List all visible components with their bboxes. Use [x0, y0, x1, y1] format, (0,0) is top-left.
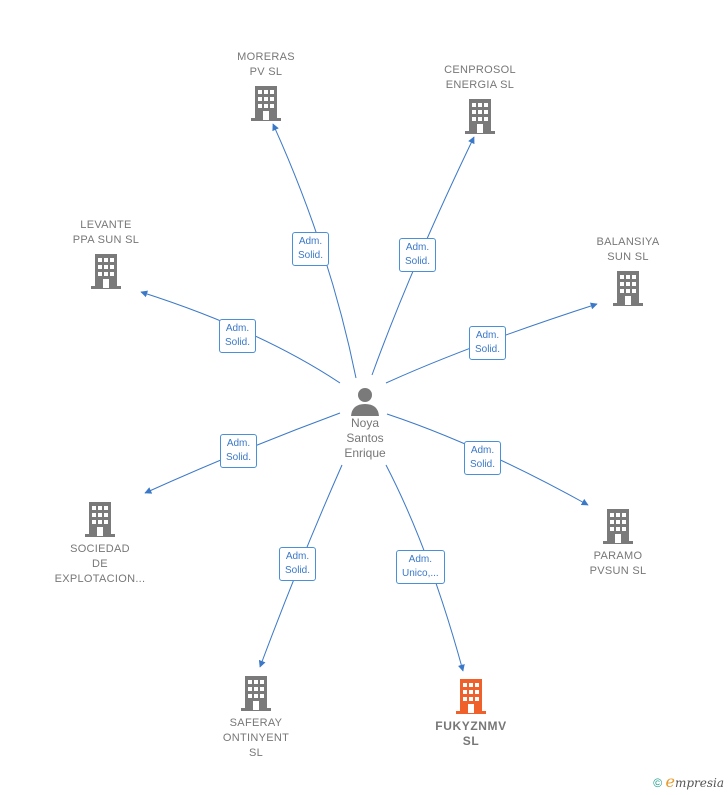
company-node-fukyznmv[interactable]: FUKYZNMV SL — [401, 677, 541, 749]
role-line: Adm. — [226, 438, 251, 449]
company-name-line: EXPLOTACION... — [54, 573, 146, 585]
company-name-line: DE — [92, 558, 108, 570]
company-name-line: BALANSIYA — [596, 236, 660, 248]
role-label-levante[interactable]: Adm. Solid. — [219, 319, 257, 353]
role-line: Adm. — [470, 445, 495, 456]
company-name-line: MORERAS — [237, 51, 295, 63]
role-line: Adm. — [285, 551, 310, 562]
building-icon — [603, 509, 633, 544]
footer-brand: © empresia — [653, 772, 724, 791]
brand-rest: mpresia — [674, 776, 724, 790]
brand-initial: e — [665, 772, 675, 791]
company-name-line: SL — [248, 747, 264, 759]
company-name-line: SUN SL — [607, 251, 649, 263]
person-name-line-3: Enrique — [344, 446, 386, 460]
person-name-line-1: Noya — [350, 416, 379, 430]
role-line: Adm. — [408, 554, 433, 565]
role-line: Unico,... — [402, 568, 439, 579]
brand-logo: empresia — [665, 772, 724, 791]
role-line: Adm. — [298, 236, 323, 247]
company-name-line: ENERGIA SL — [445, 79, 515, 91]
role-line: Solid. — [225, 337, 251, 348]
role-label-cenprosol[interactable]: Adm. Solid. — [399, 238, 437, 272]
person-name-line-2: Santos — [346, 431, 384, 445]
company-name-line: FUKYZNMV — [435, 719, 507, 733]
building-icon — [241, 676, 271, 711]
role-label-balansiya[interactable]: Adm. Solid. — [469, 326, 507, 360]
role-line: Adm. — [225, 323, 250, 334]
role-line: Adm. — [405, 242, 430, 253]
company-name-line: SOCIEDAD — [70, 543, 130, 555]
role-line: Adm. — [475, 330, 500, 341]
copyright-icon: © — [653, 776, 663, 790]
company-name-line: PVSUN SL — [589, 565, 647, 577]
building-icon — [613, 271, 643, 306]
building-icon — [465, 99, 495, 134]
role-label-fukyznmv[interactable]: Adm. Unico,... — [396, 550, 445, 584]
building-icon — [456, 679, 486, 714]
company-name-line: SAFERAY — [229, 717, 283, 729]
person-icon — [351, 388, 379, 416]
building-icon — [251, 86, 281, 121]
role-label-saferay[interactable]: Adm. Solid. — [279, 547, 317, 581]
company-node-balansiya[interactable]: BALANSIYA SUN SL — [558, 235, 698, 307]
role-label-moreras[interactable]: Adm. Solid. — [292, 232, 330, 266]
role-line: Solid. — [226, 452, 252, 463]
company-node-moreras[interactable]: MORERAS PV SL — [196, 50, 336, 122]
company-name-line: PV SL — [249, 66, 283, 78]
company-name-line: PPA SUN SL — [72, 234, 140, 246]
role-line: Solid. — [475, 344, 501, 355]
company-node-saferay[interactable]: SAFERAY ONTINYENT SL — [186, 674, 326, 761]
role-line: Solid. — [298, 250, 324, 261]
role-label-paramo[interactable]: Adm. Solid. — [464, 441, 502, 475]
role-line: Solid. — [285, 565, 311, 576]
company-name-line: SL — [462, 734, 480, 748]
building-icon — [85, 502, 115, 537]
role-label-sociedad[interactable]: Adm. Solid. — [220, 434, 258, 468]
person-node[interactable]: Noya Santos Enrique — [325, 386, 405, 461]
company-name-line: LEVANTE — [80, 219, 132, 231]
company-node-paramo[interactable]: PARAMO PVSUN SL — [548, 507, 688, 579]
company-node-levante[interactable]: LEVANTE PPA SUN SL — [36, 218, 176, 290]
company-name-line: ONTINYENT — [222, 732, 290, 744]
company-node-cenprosol[interactable]: CENPROSOL ENERGIA SL — [410, 63, 550, 135]
company-node-sociedad[interactable]: SOCIEDAD DE EXPLOTACION... — [30, 500, 170, 587]
role-line: Solid. — [470, 459, 496, 470]
company-name-line: PARAMO — [593, 550, 643, 562]
company-name-line: CENPROSOL — [444, 64, 516, 76]
building-icon — [91, 254, 121, 289]
role-line: Solid. — [405, 256, 431, 267]
